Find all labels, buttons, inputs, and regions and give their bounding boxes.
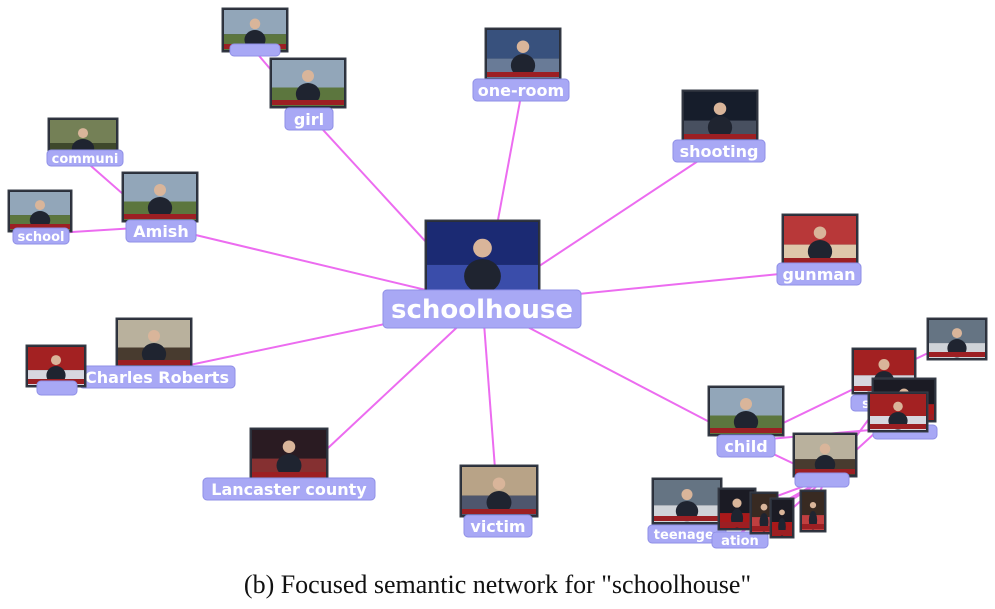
figure-caption: (b) Focused semantic network for "school…: [243, 570, 752, 599]
node-label: one-room: [478, 81, 564, 100]
node-thumbnail: [269, 57, 347, 109]
node-label: school: [17, 230, 64, 245]
node-label: gunman: [782, 265, 855, 284]
node-label: ation: [721, 534, 759, 549]
node-teenager[interactable]: teenager: [647, 477, 727, 544]
nodes-layer: schoolhouse girl one-room shooting gunman Ami…: [7, 7, 988, 549]
node-label-box: [125, 219, 197, 243]
node-thumbnail: [717, 487, 757, 531]
node-child[interactable]: child: [707, 385, 785, 458]
node-charles-roberts[interactable]: Charles Roberts: [78, 317, 236, 389]
semantic-network: schoolhouse girl one-room shooting gunman Ami…: [7, 7, 988, 549]
node-thumbnail: [867, 391, 929, 433]
node-label-box: [776, 262, 862, 286]
node-label-box: [36, 380, 78, 396]
node-label-box: [229, 43, 281, 57]
node-lancaster-county[interactable]: Lancaster county: [202, 427, 376, 501]
node-top-left-partial[interactable]: [221, 7, 289, 57]
node-thumbnail: [769, 497, 795, 539]
node-cluster-d[interactable]: [792, 432, 858, 488]
node-thumbnail: [799, 489, 827, 533]
node-label-box: [284, 107, 334, 131]
node-thumbnail: [781, 213, 859, 267]
node-amish[interactable]: Amish: [121, 171, 199, 243]
node-label: shooting: [680, 142, 759, 161]
node-label: Charles Roberts: [85, 368, 229, 387]
node-label-box: [202, 477, 376, 501]
node-label: victim: [470, 517, 525, 536]
node-school[interactable]: school: [7, 189, 73, 245]
node-left-partial[interactable]: [25, 344, 87, 396]
node-thumbnail: [115, 317, 193, 369]
node-cluster-ation[interactable]: ation: [711, 487, 769, 549]
node-cluster-b[interactable]: [769, 497, 795, 539]
node-thumbnail: [7, 189, 73, 233]
node-label-box: [711, 531, 769, 549]
node-thumbnail: [681, 89, 759, 143]
node-girl[interactable]: girl: [269, 57, 347, 131]
node-thumbnail: [792, 432, 858, 478]
node-label-box: [472, 78, 570, 102]
node-label-box: [672, 139, 766, 163]
node-gunman[interactable]: gunman: [776, 213, 862, 286]
node-thumbnail: [249, 427, 329, 481]
node-victim[interactable]: victim: [459, 464, 539, 538]
node-schoolhouse[interactable]: schoolhouse: [382, 219, 582, 329]
node-label: Amish: [133, 222, 188, 241]
node-communi[interactable]: communi: [46, 117, 124, 167]
node-thumbnail: [121, 171, 199, 223]
node-thumbnail: [651, 477, 723, 525]
node-label-box: [716, 434, 776, 458]
node-thumbnail: [424, 219, 541, 299]
node-label-box: [382, 289, 582, 329]
node-label: Lancaster county: [211, 480, 367, 499]
node-thumbnail: [707, 385, 785, 437]
node-label: s: [862, 397, 870, 412]
node-label-box: [794, 472, 850, 488]
node-label: teenager: [654, 528, 721, 543]
node-label: girl: [294, 110, 324, 129]
node-thumbnail: [484, 27, 562, 81]
node-cluster-c[interactable]: [799, 489, 827, 533]
node-shooting[interactable]: shooting: [672, 89, 766, 163]
node-thumbnail: [459, 464, 539, 518]
node-label-box: [12, 227, 70, 245]
node-label: communi: [52, 152, 119, 167]
node-thumbnail: [926, 317, 988, 361]
node-one-room[interactable]: one-room: [472, 27, 570, 102]
node-label-box: [46, 149, 124, 167]
node-cluster-e[interactable]: [926, 317, 988, 361]
node-label: child: [724, 437, 767, 456]
node-cluster-g[interactable]: [867, 391, 929, 433]
node-label: schoolhouse: [391, 295, 573, 325]
node-label-box: [463, 514, 533, 538]
